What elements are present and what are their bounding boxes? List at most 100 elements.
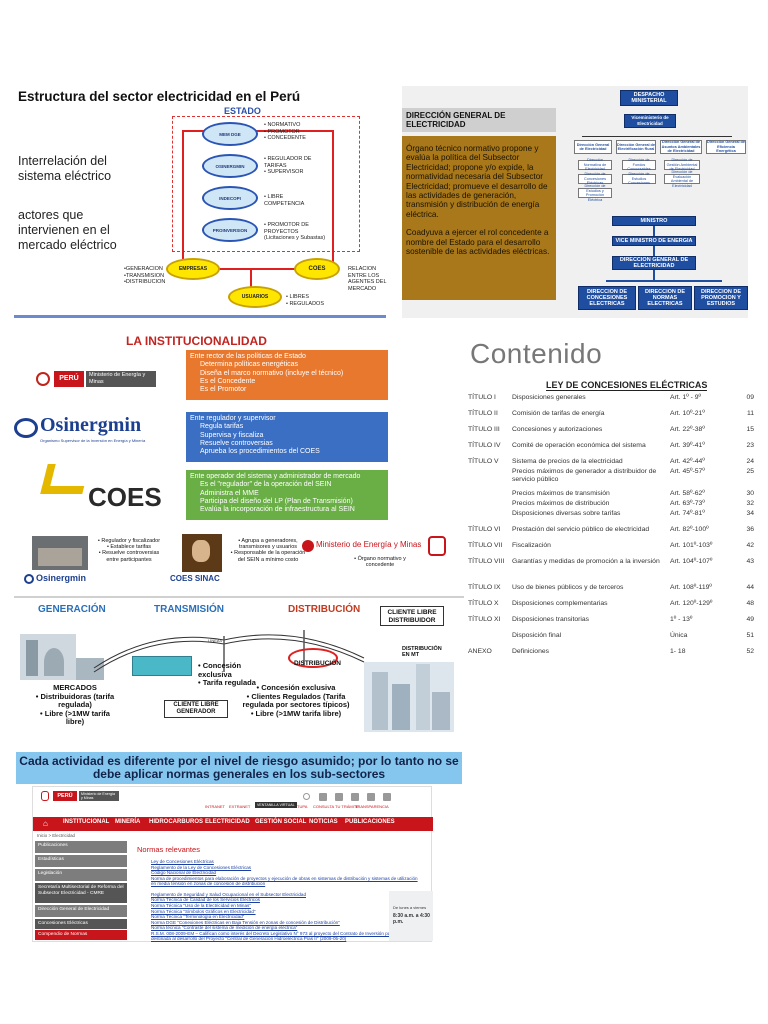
box-item: Determina políticas energéticas <box>200 361 299 369</box>
toc-articulos: Art. 10º-21º <box>670 410 705 417</box>
side-legislacion[interactable]: Legislación <box>35 869 127 881</box>
box-item: Aprueba los procedimientos del COES <box>200 448 320 456</box>
nav-electricidad[interactable]: ELECTRICIDAD <box>205 819 250 825</box>
dge-body-2: Coadyuva a ejercer el rol concedente a n… <box>406 228 550 257</box>
nav-gestion-social[interactable]: GESTIÓN SOCIAL <box>255 819 307 825</box>
nav-mineria[interactable]: MINERÍA <box>115 819 141 825</box>
osinergmin-role-box: Ente regulador y supervisor Regula tarif… <box>186 412 388 462</box>
facebook-icon[interactable] <box>335 793 343 801</box>
lineas-label: LÍNEAS <box>208 638 223 643</box>
norma-link[interactable]: R.S.M. 008-2009-EM – Califican como inte… <box>151 931 415 942</box>
org-sub-6: Dirección de Evaluación Ambiental de Ele… <box>664 170 700 188</box>
org-connector <box>606 280 722 282</box>
connector-line <box>250 268 252 288</box>
osinergmin-icon <box>14 418 38 438</box>
minem-role-box: Ente rector de las políticas de Estado D… <box>186 350 388 400</box>
youtube-icon[interactable] <box>367 793 375 801</box>
link-ventanilla[interactable]: VENTANILLA VIRTUAL <box>255 802 297 808</box>
side-dge[interactable]: Dirección General de Electricidad <box>35 905 127 917</box>
toc-titulo: TÍTULO VI <box>468 526 501 533</box>
minem-name: Ministerio de Energía y Minas <box>79 791 119 801</box>
home-icon[interactable]: ⌂ <box>43 819 48 828</box>
box-item: Resuelve controversias <box>200 439 273 447</box>
distribucion-center-label: DISTRIBUCIÓN <box>294 660 341 667</box>
toc-descripcion: Fiscalización <box>512 542 551 549</box>
toc-articulos: Art. 108º-119º <box>670 584 712 591</box>
usuarios-roles: • LIBRES • REGULADOS <box>286 294 324 307</box>
twitter-icon[interactable] <box>351 793 359 801</box>
side-estadisticas[interactable]: Estadísticas <box>35 855 127 867</box>
normas-heading: Normas relevantes <box>137 845 200 854</box>
link-consulta[interactable]: CONSULTA TU TRÁMITE <box>313 804 359 809</box>
toc-articulos: Art. 22º-38º <box>670 426 705 433</box>
toc-row: TÍTULO VI Prestación del servicio público… <box>468 526 754 538</box>
link-transparencia[interactable]: TRANSPARENCIA <box>355 804 389 809</box>
direccion-general-panel: DIRECCIÓN GENERAL DE ELECTRICIDAD Órgano… <box>402 86 748 318</box>
nav-institucional[interactable]: INSTITUCIONAL <box>63 819 110 825</box>
toc-descripcion: Precios máximos de generador a distribui… <box>512 468 657 483</box>
toc-descripcion: Disposiciones complementarias <box>512 600 608 607</box>
toc-articulos: Art. 74º-81º <box>670 510 705 517</box>
toc-titulo: TÍTULO VII <box>468 542 503 549</box>
box-item: Es el Concedente <box>200 377 256 385</box>
coes-note: RELACION ENTRE LOS AGENTES DEL MERCADO <box>348 266 387 292</box>
box-item: Participa del diseño del LP (Plan de Tra… <box>200 497 353 505</box>
flickr-icon[interactable] <box>383 793 391 801</box>
minem-name: Ministerio de Energía y Minas <box>86 371 156 387</box>
norma-link[interactable]: Norma técnica "Contraste del sistema de … <box>151 925 298 931</box>
horario-hours: 8:30 a.m. a 4:30 p.m. <box>393 913 430 925</box>
norma-link[interactable]: Reglamento de la Ley de Concesiones Eléc… <box>151 864 252 870</box>
norma-link[interactable]: Código Nacional de Electricidad <box>151 870 217 876</box>
main-nav: ⌂ INSTITUCIONAL MINERÍA HIDROCARBUROS EL… <box>33 817 433 831</box>
toc-descripcion: Precios máximos de distribución <box>512 500 610 507</box>
nav-publicaciones[interactable]: PUBLICACIONES <box>345 819 395 825</box>
side-secretaria[interactable]: Secretaría Multisectorial de Reforma del… <box>35 883 127 903</box>
osinergmin-name: Osinergmin <box>36 573 87 583</box>
toc-articulos: Art. 82º-100º <box>670 526 709 533</box>
breadcrumb[interactable]: Inicio > Electricidad <box>37 833 75 838</box>
ley-subtitle: LEY DE CONCESIONES ELÉCTRICAS <box>546 380 708 391</box>
org-sub-3: Dirección de Gestión Ambiental de Electr… <box>664 158 700 171</box>
norma-link[interactable]: Ley de Concesiones Eléctricas <box>151 859 214 864</box>
toc-descripcion: Disposiciones diversas sobre tarifas <box>512 510 621 517</box>
transmision-heading: TRANSMISIÓN <box>154 604 224 615</box>
toc-descripcion: Uso de bienes públicos y de terceros <box>512 584 624 591</box>
nav-noticias[interactable]: NOTICIAS <box>309 819 338 825</box>
side-concesiones[interactable]: Concesiones Eléctricas <box>35 919 127 929</box>
coes-mark-icon <box>40 464 90 494</box>
horario-ad: De lunes a viernes 8:30 a.m. a 4:30 p.m. <box>389 891 433 941</box>
norma-link[interactable]: Norma Técnica "Terminología en Electrici… <box>151 914 245 920</box>
coes-photo <box>182 534 222 572</box>
norma-link[interactable]: Norma DGE "Conexiones Eléctricas en Baja… <box>151 919 340 925</box>
search-icon[interactable] <box>303 793 310 800</box>
toc-pagina: 32 <box>746 500 754 507</box>
link-extranet[interactable]: EXTRANET <box>229 804 251 809</box>
link-intranet[interactable]: INTRANET <box>205 804 225 809</box>
box-item: Es el Promotor <box>200 386 247 394</box>
org-dir-normas: DIRECCION DE NORMAS ELECTRICAS <box>638 286 692 310</box>
riesgo-banner: Cada actividad es diferente por el nivel… <box>16 752 462 784</box>
nav-hidrocarburos[interactable]: HIDROCARBUROS <box>149 819 203 825</box>
toc-pagina: 34 <box>746 510 754 517</box>
link-tupa[interactable]: TUPA <box>297 804 308 809</box>
norma-link[interactable]: Norma Técnica "Uso de la Electricidad en… <box>151 903 251 908</box>
side-publicaciones[interactable]: Publicaciones <box>35 841 127 853</box>
side-compendio[interactable]: Compendio de Normas <box>35 930 127 940</box>
org-dir-3: Dirección General de Asuntos Ambientales… <box>660 140 702 154</box>
box-heading: Ente rector de las políticas de Estado <box>190 353 306 360</box>
org-sub-5: Dirección de Estudios Concesiones <box>622 172 656 185</box>
minem-logo: PERÚ Ministerio de Energía y Minas <box>36 368 166 392</box>
norma-link[interactable]: Norma Técnica "Símbolos Gráficos en Elec… <box>151 908 256 914</box>
toc-descripcion: Prestación del servicio público de elect… <box>512 526 650 533</box>
norma-link[interactable]: Norma Técnica de Calidad de los Servicio… <box>151 897 260 903</box>
norma-link[interactable]: Reglamento de Seguridad y Salud Ocupacio… <box>151 891 307 897</box>
minem-website-panel: PERÚ Ministerio de Energía y Minas INTRA… <box>32 786 433 942</box>
toc-pagina: 11 <box>746 410 754 417</box>
share-icon[interactable] <box>319 793 327 801</box>
norma-link[interactable]: Norma de procedimientos para elaboración… <box>151 875 418 887</box>
org-ministro: MINISTRO <box>612 216 696 226</box>
org-dge: DIRECCION GENERAL DE ELECTRICIDAD <box>612 256 696 270</box>
city-buildings-image <box>364 662 454 732</box>
